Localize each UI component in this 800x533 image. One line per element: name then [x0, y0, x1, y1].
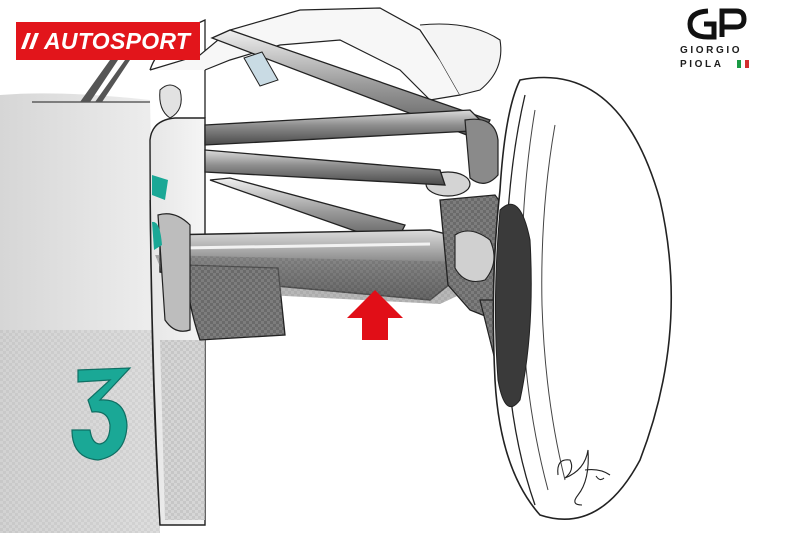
teal-accent-upper [152, 175, 168, 200]
lower-wishbone-diagonal [209, 177, 406, 246]
tyre [492, 76, 673, 520]
upright-top [464, 118, 499, 184]
lower-wishbone-highlight [179, 242, 431, 250]
engine-cover-detail [419, 23, 502, 96]
up-arrow-icon [347, 290, 403, 340]
publisher-badge: AUTOSPORT [16, 22, 200, 60]
teal-accent [152, 221, 162, 250]
chassis-edge-line [149, 199, 161, 526]
artist-logo: GIORGIO PIOLA [672, 8, 762, 72]
bodywork-stripes [80, 60, 130, 102]
chassis-bracket [157, 213, 191, 332]
italian-flag-icon [737, 60, 749, 68]
fairing-carbon-overlay [155, 255, 470, 304]
upright-inner-ring [454, 230, 495, 283]
chassis-carbon-patch [160, 340, 205, 520]
publisher-name: AUTOSPORT [44, 27, 191, 54]
artist-last-name: PIOLA [680, 59, 724, 70]
rim-inner [494, 203, 532, 408]
team-logo-mark [71, 367, 132, 461]
pushrod-sleeve [243, 51, 279, 87]
artist-signature [557, 449, 611, 506]
track-rod [204, 149, 446, 186]
upper-wishbone-front-leg [204, 109, 492, 146]
gp-monogram-icon [687, 8, 747, 40]
top-vents [159, 84, 182, 119]
artist-first-name: GIORGIO [680, 45, 743, 56]
double-slash-icon [16, 22, 44, 60]
